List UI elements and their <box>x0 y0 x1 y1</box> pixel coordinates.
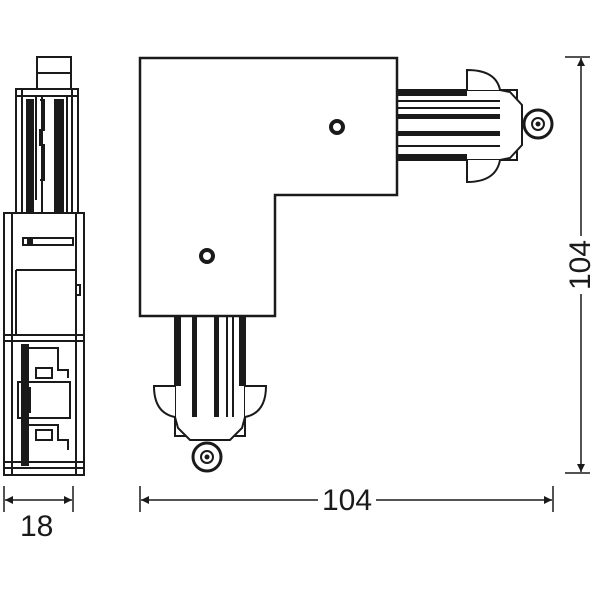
side-housing <box>3 212 85 476</box>
dimension-vertical-label: 104 <box>564 235 597 295</box>
right-connector <box>396 68 554 184</box>
screw-dot-lower <box>199 248 215 264</box>
dimension-horizontal-label: 104 <box>318 486 377 516</box>
side-contact-chamber <box>17 381 71 419</box>
side-slot <box>22 237 74 246</box>
bottom-flange-left <box>152 385 176 418</box>
bottom-flange-right <box>244 385 268 418</box>
top-view <box>138 56 554 473</box>
l-body <box>138 56 399 318</box>
side-view <box>3 56 85 476</box>
right-flange-top <box>466 68 501 91</box>
screw-dot-upper <box>329 119 345 135</box>
right-flange-bottom <box>466 159 501 184</box>
bottom-connector <box>152 315 268 473</box>
dimension-width-label: 18 <box>20 510 54 543</box>
side-upper-rail <box>15 88 79 214</box>
